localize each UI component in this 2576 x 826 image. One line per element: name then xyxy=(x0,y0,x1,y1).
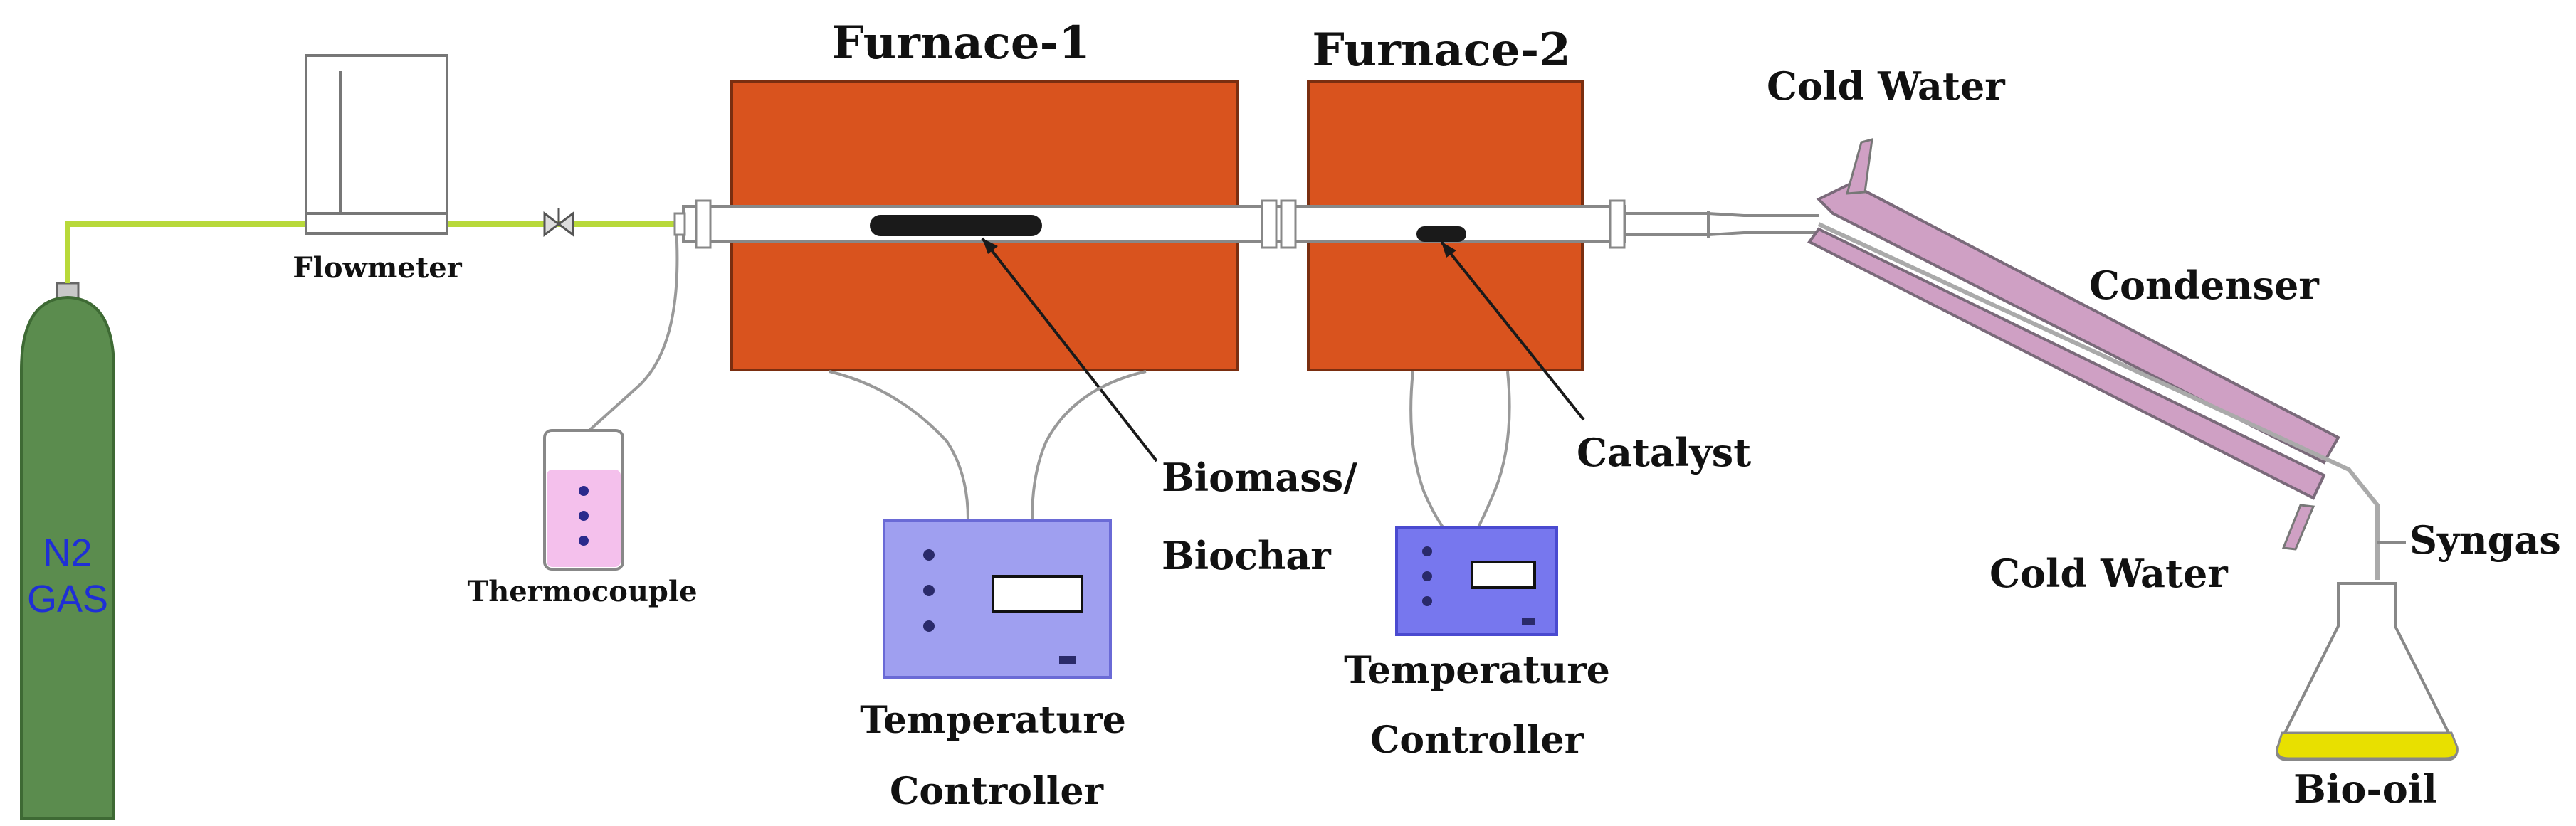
biomass-arrowhead xyxy=(982,238,998,254)
furnace-2-label: Furnace-2 xyxy=(1312,23,1570,77)
cylinder-label-n2: N2 xyxy=(43,531,92,574)
controller-1-wire-left xyxy=(829,370,969,520)
flowmeter xyxy=(305,54,448,235)
cold-water-top-label: Cold Water xyxy=(1767,63,2005,109)
biomass-label-line2: Biochar xyxy=(1162,533,1331,578)
controller-1-label-line2: Controller xyxy=(890,770,1104,813)
flowmeter-label: Flowmeter xyxy=(293,251,462,285)
gas-line xyxy=(65,221,306,283)
thermocouple-vessel xyxy=(543,429,624,571)
syngas-label: Syngas xyxy=(2409,517,2561,563)
controller-2-wire-right xyxy=(1476,371,1511,531)
temperature-controller-2 xyxy=(1395,526,1558,636)
biomass-label-line1: Biomass/ xyxy=(1162,455,1357,500)
condenser-jacket-lower xyxy=(1807,227,2326,500)
cold-water-bottom-label: Cold Water xyxy=(1989,551,2228,596)
controller-1-wire-right xyxy=(1031,370,1147,520)
catalyst-label: Catalyst xyxy=(1577,430,1751,475)
reactor-tube xyxy=(673,199,1819,249)
bio-oil-flask xyxy=(2276,582,2459,761)
condenser-label: Condenser xyxy=(2089,263,2319,308)
biomass-bed xyxy=(870,215,1042,236)
controller-2-label-line2: Controller xyxy=(1370,719,1584,762)
cold-water-outlet-bottom xyxy=(2281,504,2315,551)
cold-water-inlet-top xyxy=(1845,137,1873,195)
valve-icon xyxy=(543,208,574,237)
thermocouple-label: Thermocouple xyxy=(467,575,697,608)
bio-oil-label: Bio-oil xyxy=(2293,766,2437,812)
n2-gas-cylinder: N2 GAS xyxy=(20,282,115,820)
cylinder-label-gas: GAS xyxy=(27,578,108,620)
biomass-pointer xyxy=(981,237,1158,462)
controller-1-label-line1: Temperature xyxy=(860,699,1126,742)
condenser-jacket-upper xyxy=(1816,181,2340,465)
thermocouple-wire xyxy=(582,227,679,437)
controller-2-label-line1: Temperature xyxy=(1344,649,1610,692)
catalyst-pointer xyxy=(1440,240,1585,421)
temperature-controller-1 xyxy=(883,519,1112,679)
furnace-1-label: Furnace-1 xyxy=(831,16,1090,70)
controller-2-wire-left xyxy=(1409,371,1446,531)
catalyst-arrowhead xyxy=(1441,242,1456,258)
catalyst-bed xyxy=(1416,226,1466,242)
